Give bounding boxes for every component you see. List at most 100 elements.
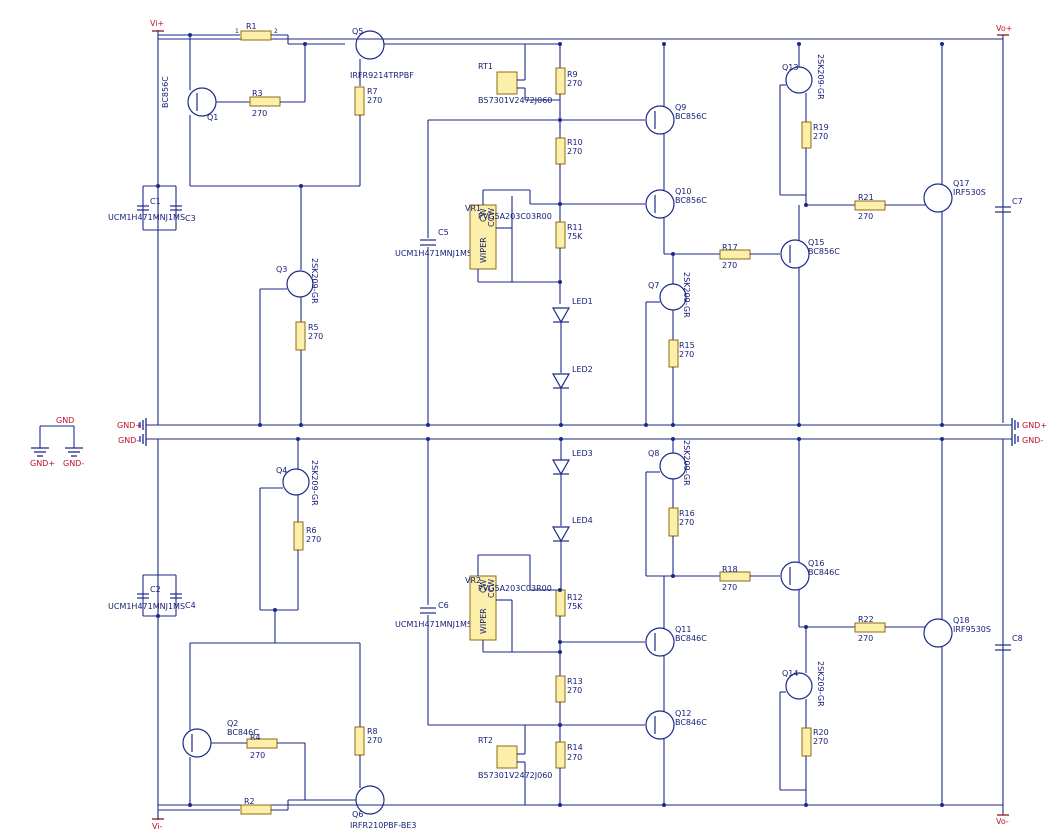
q7-part: 2SK209-GR	[682, 272, 691, 318]
r3-ref: R3	[252, 89, 263, 98]
q8-part: 2SK209-GR	[682, 440, 691, 486]
q1-part: BC856C	[161, 76, 170, 108]
c1-part: UCM1H471MNJ1MS	[108, 213, 185, 222]
r7-ref: R7	[367, 87, 378, 96]
transistor-q17	[923, 183, 953, 213]
r6-value: 270	[306, 535, 321, 544]
q9-part: BC856C	[675, 112, 707, 121]
led3-ref: LED3	[572, 449, 593, 458]
c2-part: UCM1H471MNJ1MS	[108, 602, 185, 611]
transistor-q3	[286, 270, 314, 298]
q7-ref: Q7	[648, 281, 659, 290]
transistor-q5	[355, 30, 385, 60]
r5-value: 270	[308, 332, 323, 341]
power-ports: Vi+ Vi- Vo+ Vo-	[150, 19, 1012, 831]
resistor-r12	[555, 589, 566, 617]
r15-value: 270	[679, 350, 694, 359]
q13-part: 2SK209-GR	[816, 54, 825, 100]
transistor-q9	[645, 105, 675, 135]
svg-text:1: 1	[235, 28, 239, 35]
q17-part: IRF530S	[953, 188, 986, 197]
vr2-part: PVG5A203C03R00	[478, 584, 552, 593]
resistor-r13	[555, 675, 566, 703]
q18-part: IRF9530S	[953, 625, 991, 634]
resistor-r22	[854, 622, 886, 633]
r13-ref: R13	[567, 677, 583, 686]
r20-value: 270	[813, 737, 828, 746]
r18-value: 270	[722, 583, 737, 592]
transistor-q10	[645, 189, 675, 219]
q17-ref: Q17	[953, 179, 969, 188]
c2-ref: C2	[150, 585, 161, 594]
resistor-r15	[668, 339, 679, 368]
resistor-r11	[555, 221, 566, 249]
q15-ref: Q15	[808, 238, 824, 247]
resistor-r16	[668, 507, 679, 537]
net-vo-neg: Vo-	[996, 817, 1009, 826]
q2-ref: Q2	[227, 719, 238, 728]
r20-ref: R20	[813, 728, 829, 737]
transistor-q14	[785, 672, 813, 700]
transistor-q15	[780, 239, 810, 269]
q4-ref: Q4	[276, 466, 287, 475]
net-vo-pos: Vo+	[996, 24, 1012, 33]
c8-ref: C8	[1012, 634, 1023, 643]
svg-text:WIPER: WIPER	[479, 237, 488, 263]
net-vi-neg: Vi-	[152, 822, 163, 830]
q1-ref: Q1	[207, 113, 218, 122]
r10-value: 270	[567, 147, 582, 156]
resistor-r2	[240, 804, 272, 815]
q12-ref: Q12	[675, 709, 691, 718]
resistor-r20	[801, 727, 812, 757]
r4-value: 270	[250, 751, 265, 760]
r4-ref: R4	[250, 733, 261, 742]
c5-part: UCM1H471MNJ1MS	[395, 249, 472, 258]
svg-text:CCW: CCW	[487, 208, 496, 227]
rt2-ref: RT2	[478, 736, 493, 745]
q10-ref: Q10	[675, 187, 691, 196]
r7-value: 270	[367, 96, 382, 105]
q14-part: 2SK209-GR	[816, 661, 825, 707]
r17-value: 270	[722, 261, 737, 270]
c1-ref: C1	[150, 197, 161, 206]
output-stage: Q13 2SK209-GR R19 270 R21 270 Q15 BC856C…	[779, 44, 1023, 805]
net-gnd-pos-left: GND+	[117, 421, 142, 430]
rt1-part: B57301V2472J060	[478, 96, 552, 105]
rt2-part: B57301V2472J060	[478, 771, 552, 780]
r5-ref: R5	[308, 323, 319, 332]
led2-ref: LED2	[572, 365, 593, 374]
q5-part: IRFR9214TRPBF	[350, 71, 414, 80]
transistor-q18	[923, 618, 953, 648]
q16-part: BC846C	[808, 568, 840, 577]
r8-ref: R8	[367, 727, 378, 736]
r11-ref: R11	[567, 223, 583, 232]
r12-ref: R12	[567, 593, 583, 602]
net-gnd-neg-star: GND-	[63, 459, 84, 468]
q8-ref: Q8	[648, 449, 659, 458]
q3-part: 2SK209-GR	[310, 258, 319, 304]
resistor-r9	[555, 67, 566, 95]
led1-ref: LED1	[572, 297, 593, 306]
r9-value: 270	[567, 79, 582, 88]
r6-ref: R6	[306, 526, 317, 535]
r9-ref: R9	[567, 70, 578, 79]
c6-ref: C6	[438, 601, 449, 610]
svg-text:CW: CW	[479, 579, 488, 593]
r11-value: 75K	[567, 232, 583, 241]
trimpot-vr1	[469, 204, 497, 270]
r1-ref: R1	[246, 22, 257, 31]
svg-text:WIPER: WIPER	[479, 608, 488, 634]
c5-ref: C5	[438, 228, 449, 237]
r21-ref: R21	[858, 193, 874, 202]
vr2-ref: VR2	[465, 576, 481, 585]
q15-part: BC856C	[808, 247, 840, 256]
transistor-q2	[182, 728, 212, 758]
r14-value: 270	[567, 753, 582, 762]
q14-ref: Q14	[782, 669, 798, 678]
r19-ref: R19	[813, 123, 829, 132]
trimpot-vr2	[469, 575, 497, 641]
resistor-r3	[249, 96, 281, 107]
q4-part: 2SK209-GR	[310, 460, 319, 506]
r16-value: 270	[679, 518, 694, 527]
c4-ref: C4	[185, 601, 196, 610]
